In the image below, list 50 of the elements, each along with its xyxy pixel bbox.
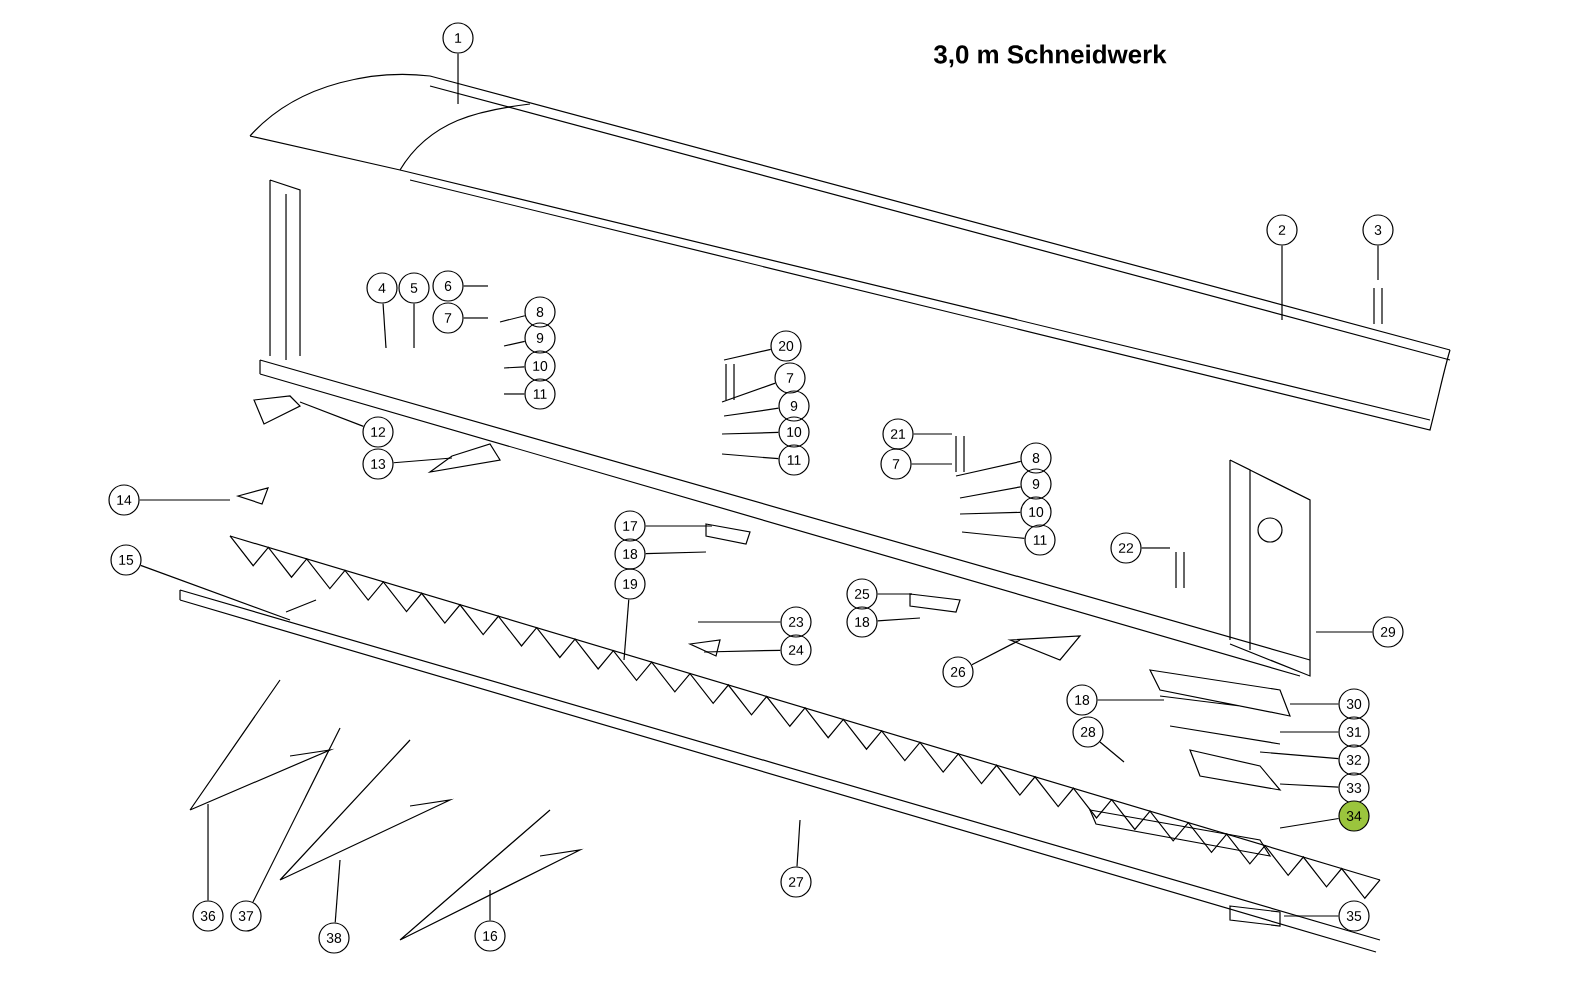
title: 3,0 m Schneidwerk bbox=[934, 44, 1167, 68]
leader-line bbox=[334, 859, 341, 924]
leader-line bbox=[252, 727, 341, 903]
leader-line bbox=[913, 433, 953, 435]
leader-line bbox=[1283, 915, 1339, 917]
leader-line bbox=[1315, 631, 1373, 633]
leader-line bbox=[1099, 741, 1125, 763]
leader-line bbox=[959, 511, 1021, 515]
leader-line bbox=[1097, 699, 1165, 701]
leader-line bbox=[723, 407, 780, 417]
leader-line bbox=[961, 531, 1026, 539]
leader-line bbox=[382, 302, 387, 349]
leader-line bbox=[1279, 731, 1339, 733]
leader-line bbox=[1281, 245, 1283, 321]
leader-line bbox=[489, 889, 491, 921]
leader-line bbox=[413, 303, 415, 349]
leader-line bbox=[140, 564, 291, 621]
leader-line bbox=[645, 551, 707, 555]
leader-line bbox=[299, 401, 365, 427]
leader-line bbox=[796, 819, 801, 867]
leader-line bbox=[1377, 245, 1379, 281]
leader-line bbox=[503, 340, 526, 347]
leader-line bbox=[1259, 751, 1340, 760]
leader-line bbox=[623, 598, 630, 661]
leader-line bbox=[463, 285, 489, 287]
leader-line bbox=[499, 315, 526, 323]
leader-line bbox=[959, 486, 1022, 499]
leader-line bbox=[1279, 783, 1340, 788]
leader-line bbox=[463, 317, 489, 319]
leader-line bbox=[721, 382, 776, 403]
leader-line bbox=[392, 457, 453, 464]
leader-line bbox=[645, 525, 713, 527]
leader-line bbox=[971, 639, 1021, 666]
leader-line bbox=[1279, 817, 1340, 829]
leader-line bbox=[723, 348, 772, 361]
leader-line bbox=[1141, 547, 1171, 549]
leader-line bbox=[703, 649, 781, 653]
leader-line bbox=[721, 453, 780, 460]
leader-line bbox=[721, 431, 779, 435]
leader-line bbox=[955, 460, 1022, 477]
leader-line bbox=[503, 393, 525, 395]
leader-line bbox=[876, 617, 921, 622]
leader-line bbox=[1289, 703, 1339, 705]
leader-line bbox=[207, 803, 209, 901]
leader-line bbox=[911, 463, 953, 465]
leader-line bbox=[503, 366, 526, 369]
leader-line bbox=[139, 499, 231, 501]
leader-line bbox=[457, 53, 459, 105]
leader-line bbox=[877, 593, 913, 595]
leader-line bbox=[697, 621, 781, 623]
